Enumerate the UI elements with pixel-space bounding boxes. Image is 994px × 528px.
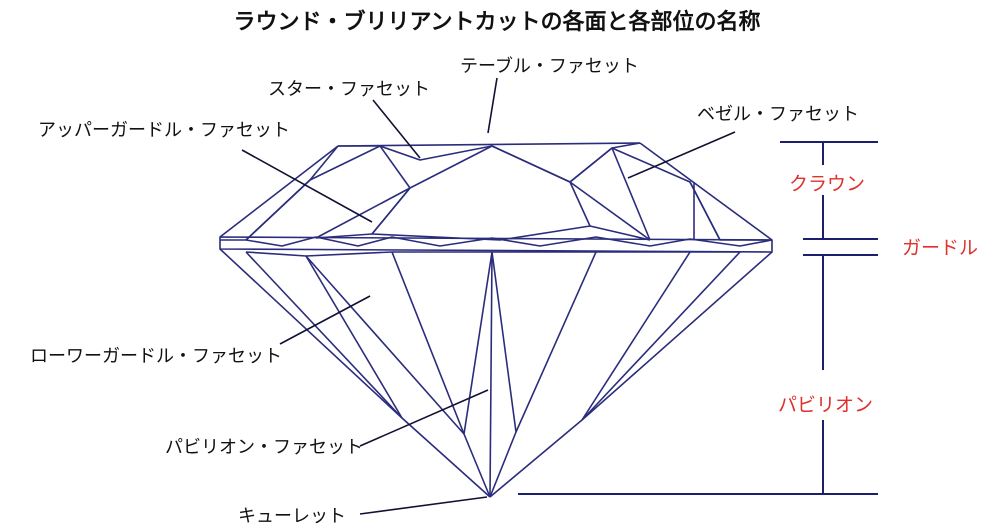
label-pavilion: パビリオン xyxy=(778,394,874,416)
part-brackets xyxy=(518,141,878,495)
leader-bezel xyxy=(627,131,736,179)
label-star-facet: スター・ファセット xyxy=(268,79,430,100)
leader-pavilion-facet xyxy=(359,389,489,447)
leader-star xyxy=(372,99,421,159)
diamond-outline xyxy=(219,142,773,498)
label-culet: キューレット xyxy=(238,506,346,527)
leader-upper-girdle xyxy=(241,149,373,223)
diagram-title: ラウンド・ブリリアントカットの各面と各部位の名称 xyxy=(233,10,761,35)
leader-lines xyxy=(241,77,736,515)
label-bezel-facet: ベゼル・ファセット xyxy=(697,104,859,125)
leader-culet xyxy=(359,496,488,515)
label-table-facet: テーブル・ファセット xyxy=(460,56,639,77)
label-girdle: ガードル xyxy=(902,237,979,259)
label-lower-girdle-facet: ローワーガードル・ファセット xyxy=(30,346,282,367)
label-crown: クラウン xyxy=(789,173,866,195)
leader-table xyxy=(487,77,498,134)
label-pavilion-facet: パビリオン・ファセット xyxy=(165,437,363,458)
label-upper-girdle-facet: アッパーガードル・ファセット xyxy=(38,120,290,141)
leader-lower-girdle xyxy=(279,295,371,345)
